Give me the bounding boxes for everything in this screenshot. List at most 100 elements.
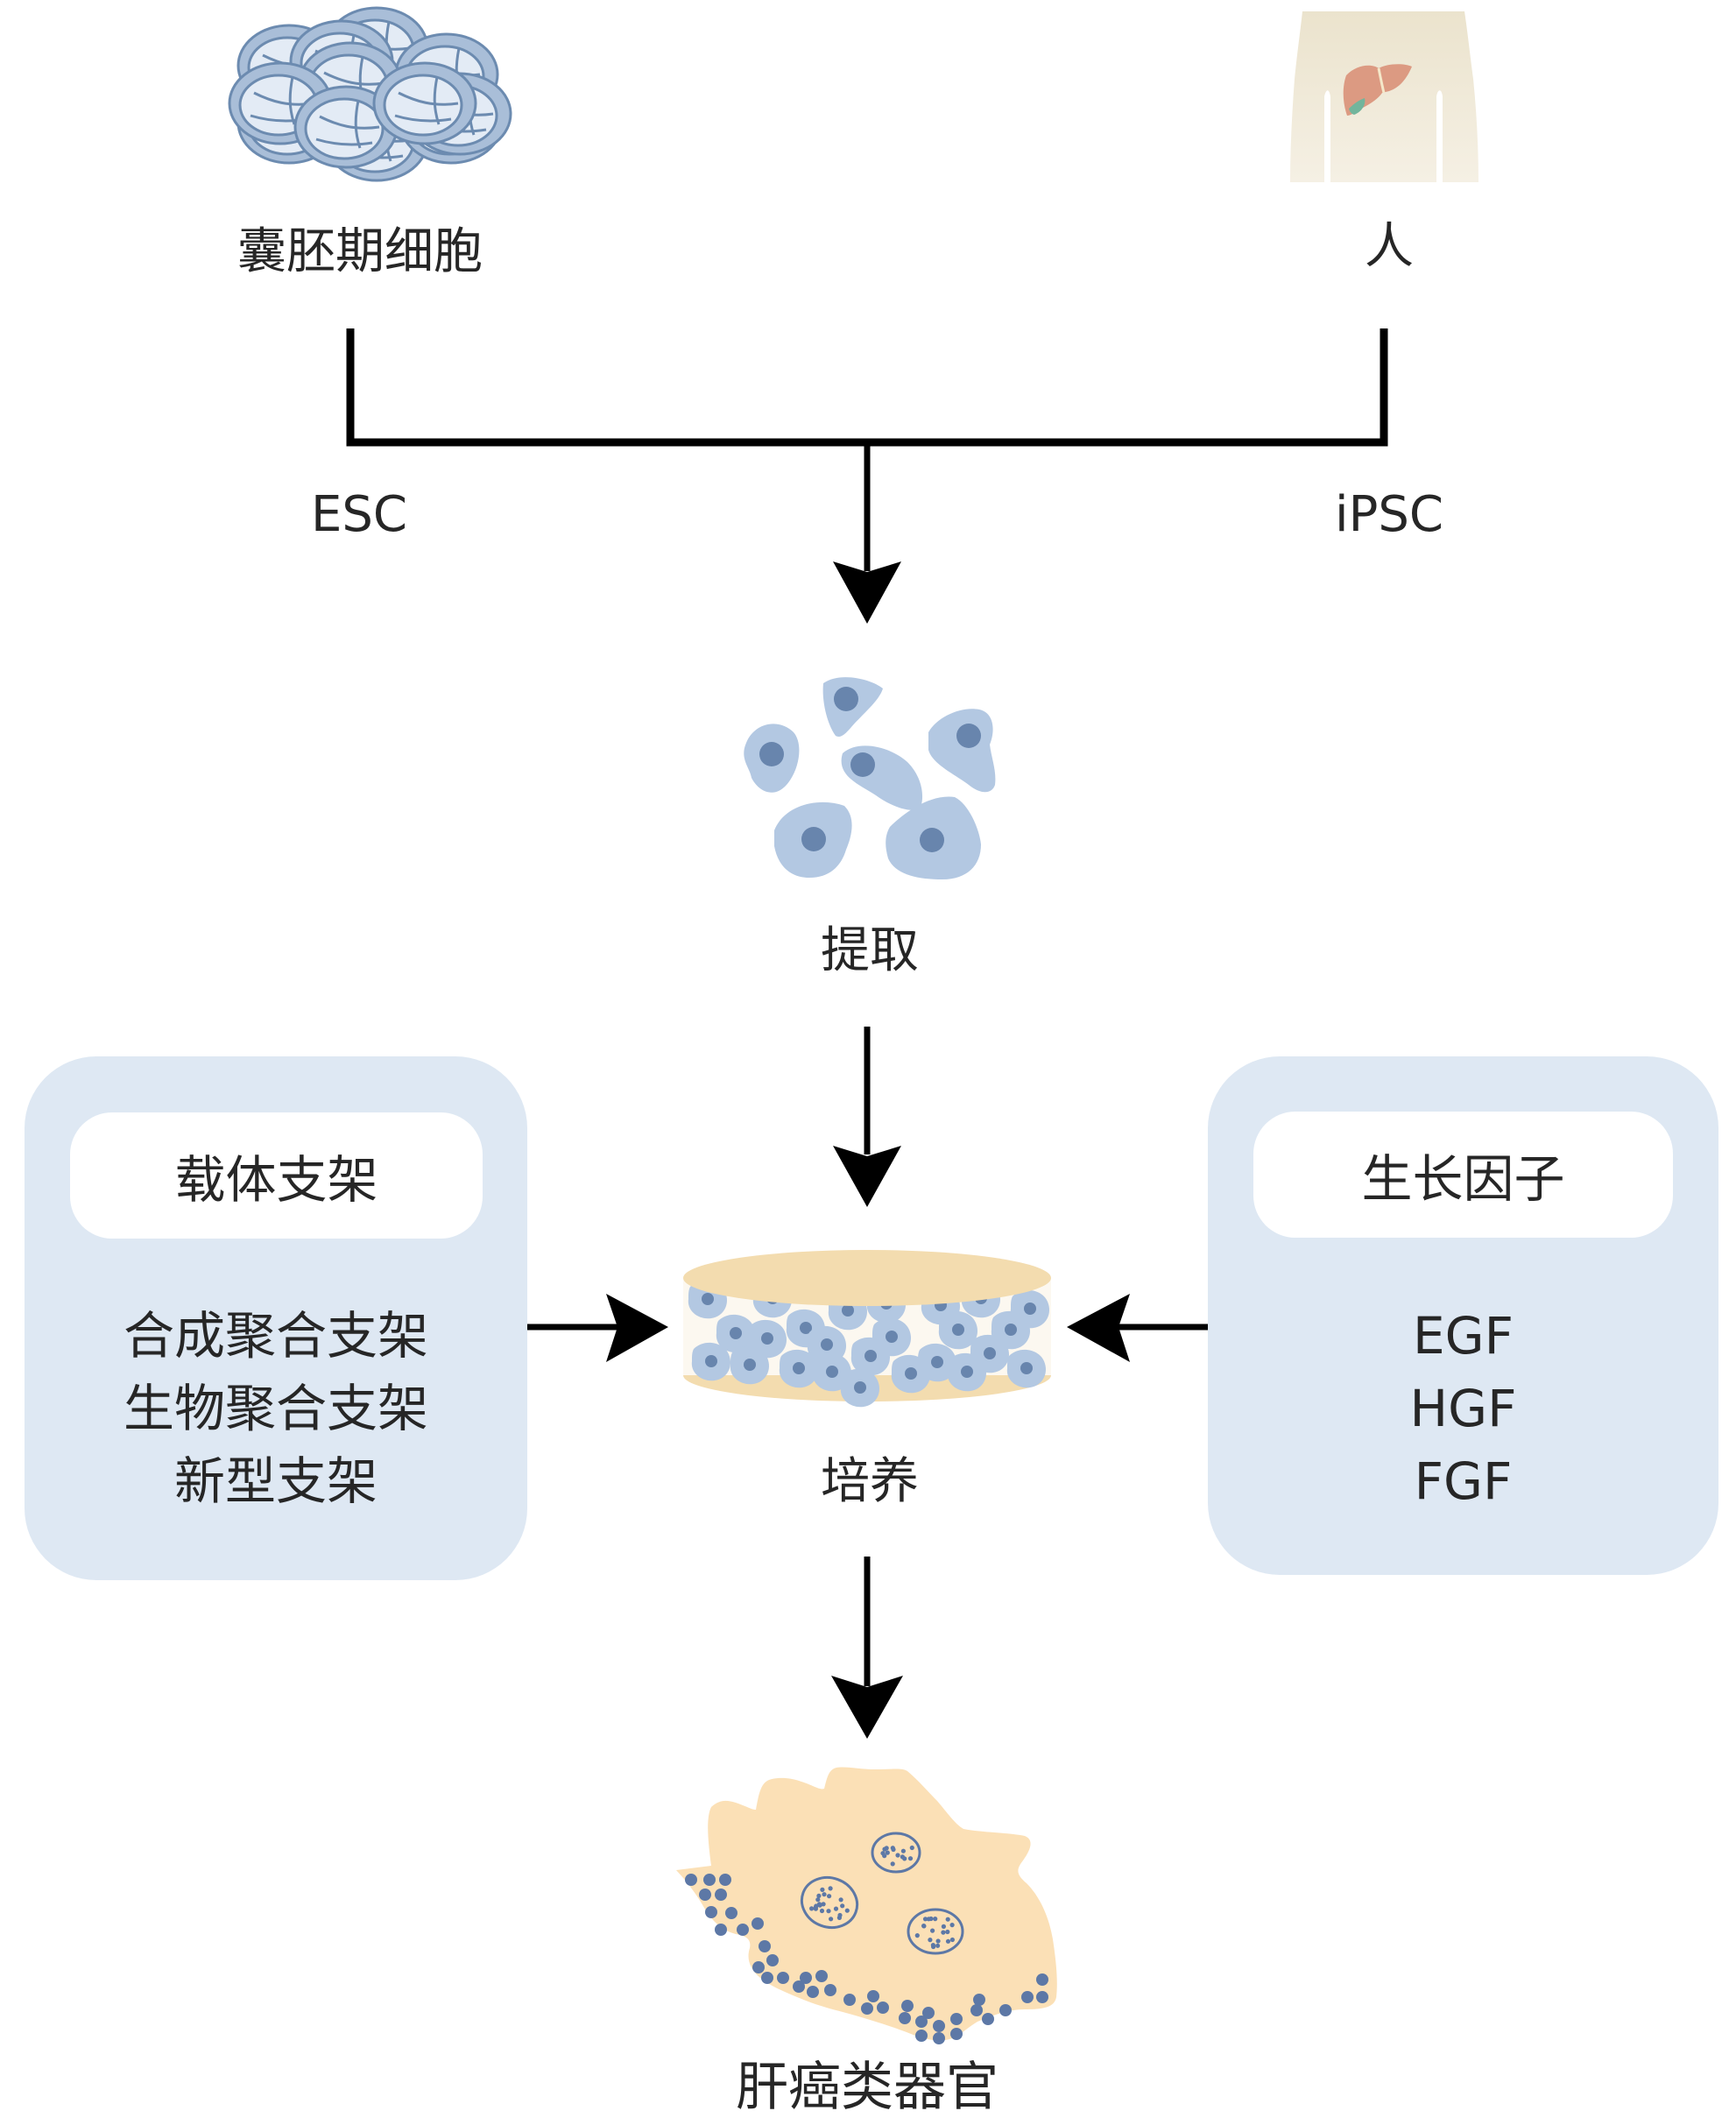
chromatin-dot <box>945 1938 951 1944</box>
chromatin-dot <box>928 1938 933 1943</box>
edge-cell-dot <box>807 1986 819 1998</box>
growth-factor-panel-title: 生长因子 <box>1253 1112 1673 1238</box>
chromatin-dot <box>820 1887 825 1892</box>
human-label: 人 <box>1365 218 1414 275</box>
culture-dish-icon <box>683 1250 1051 1408</box>
edge-cell-dot <box>999 2004 1012 2016</box>
chromatin-dot <box>921 1924 927 1929</box>
chromatin-dot <box>826 1909 831 1914</box>
edge-cell-dot <box>950 2013 963 2025</box>
edge-cell-dot <box>715 1924 727 1936</box>
edge-cell-dot <box>725 1907 737 1919</box>
chromatin-dot <box>900 1848 906 1853</box>
chromatin-dot <box>933 1917 938 1922</box>
chromatin-dot <box>922 1917 928 1922</box>
scaffold-panel-title-text: 载体支架 <box>174 1150 378 1210</box>
chromatin-dot <box>935 1938 941 1944</box>
chromatin-dot <box>935 1943 941 1948</box>
growth-factor-item: HGF <box>1409 1379 1517 1438</box>
chromatin-dot <box>816 1893 822 1898</box>
chromatin-dot <box>833 1906 839 1911</box>
chromatin-dot <box>809 1906 815 1911</box>
chromatin-dot <box>882 1853 887 1859</box>
edge-cell-dot <box>970 2004 983 2016</box>
liver-cancer-organoid-icon <box>676 1767 1057 2044</box>
chromatin-dot <box>941 1924 946 1929</box>
edge-cell-dot <box>761 1972 773 1984</box>
growth-factor-list: EGF HGF FGF <box>1208 1300 1718 1518</box>
edge-cell-dot <box>715 1889 727 1901</box>
edge-cell-dot <box>901 2000 914 2012</box>
growth-factor-item: EGF <box>1413 1306 1514 1366</box>
chromatin-dot <box>829 1917 834 1922</box>
chromatin-dot <box>928 1916 934 1922</box>
chromatin-dot <box>931 1944 936 1950</box>
edge-cell-dot <box>737 1924 749 1936</box>
chromatin-dot <box>949 1923 955 1928</box>
edge-cell-dot <box>982 2013 994 2025</box>
chromatin-dot <box>822 1892 827 1897</box>
chromatin-dot <box>895 1853 900 1858</box>
edge-cell-dot <box>752 1917 764 1930</box>
edge-cell-dot <box>705 1906 717 1918</box>
edge-cell-dot <box>815 1970 828 1982</box>
edge-cell-dot <box>1036 1991 1048 2003</box>
chromatin-dot <box>909 1845 914 1851</box>
scaffold-item: 生物聚合支架 <box>123 1379 428 1438</box>
chromatin-dot <box>945 1917 950 1922</box>
edge-cell-dot <box>973 1994 985 2006</box>
scaffold-item: 合成聚合支架 <box>123 1306 428 1366</box>
arrow-growth-factor-to-culture <box>1067 1294 1208 1362</box>
chromatin-dot <box>949 1937 955 1943</box>
ipsc-label: iPSC <box>1335 486 1443 543</box>
chromatin-dot <box>907 1856 914 1861</box>
culture-label: 培养 <box>821 1453 919 1510</box>
edge-cell-dot <box>685 1874 697 1886</box>
chromatin-dot <box>828 1886 833 1891</box>
edge-cell-dot <box>1036 1973 1048 1986</box>
chromatin-dot <box>821 1902 826 1907</box>
arrow-extract-to-culture <box>833 1027 901 1207</box>
chromatin-dot <box>819 1908 825 1914</box>
chromatin-dot <box>890 1846 895 1851</box>
chromatin-dot <box>814 1903 819 1909</box>
growth-factor-item: FGF <box>1414 1451 1513 1511</box>
organoid-label: 肝癌类器官 <box>736 2057 999 2118</box>
chromatin-dot <box>882 1846 887 1852</box>
edge-cell-dot <box>922 2007 935 2019</box>
arrow-scaffold-to-culture <box>527 1294 668 1362</box>
edge-cell-dot <box>800 1972 812 1984</box>
edge-cell-dot <box>759 1940 771 1952</box>
edge-cell-dot <box>861 2002 873 2015</box>
esc-label: ESC <box>310 486 408 543</box>
human-torso-liver-icon <box>1290 11 1478 182</box>
organoid-edge-cells <box>685 1874 1048 2044</box>
scaffold-list: 合成聚合支架 生物聚合支架 新型支架 <box>25 1300 527 1518</box>
blastocyst-label: 囊胚期细胞 <box>237 223 483 280</box>
edge-cell-dot <box>824 1984 836 1996</box>
edge-cell-dot <box>933 2032 945 2044</box>
edge-cell-dot <box>933 2020 945 2032</box>
edge-cell-dot <box>766 1954 779 1966</box>
arrow-culture-to-organoid <box>831 1557 903 1739</box>
stem-cells-icon <box>744 677 996 879</box>
chromatin-dot <box>838 1897 843 1903</box>
growth-factor-panel: 生长因子 EGF HGF FGF <box>1208 1056 1718 1575</box>
chromatin-dot <box>837 1912 843 1918</box>
scaffold-panel: 载体支架 合成聚合支架 生物聚合支架 新型支架 <box>25 1056 527 1580</box>
chromatin-dot <box>844 1908 850 1913</box>
edge-cell-dot <box>719 1874 731 1886</box>
edge-cell-dot <box>703 1874 716 1886</box>
chromatin-dot <box>930 1928 935 1933</box>
edge-cell-dot <box>777 1972 789 1984</box>
edge-cell-dot <box>877 2002 889 2014</box>
chromatin-dot <box>815 1897 821 1903</box>
edge-cell-dot <box>915 2030 928 2042</box>
scaffold-item: 新型支架 <box>173 1451 378 1511</box>
chromatin-dot <box>941 1930 946 1935</box>
chromatin-dot <box>885 1850 890 1855</box>
chromatin-dot <box>914 1933 920 1938</box>
chromatin-dot <box>945 1929 950 1935</box>
growth-factor-panel-title-text: 生长因子 <box>1361 1149 1565 1209</box>
